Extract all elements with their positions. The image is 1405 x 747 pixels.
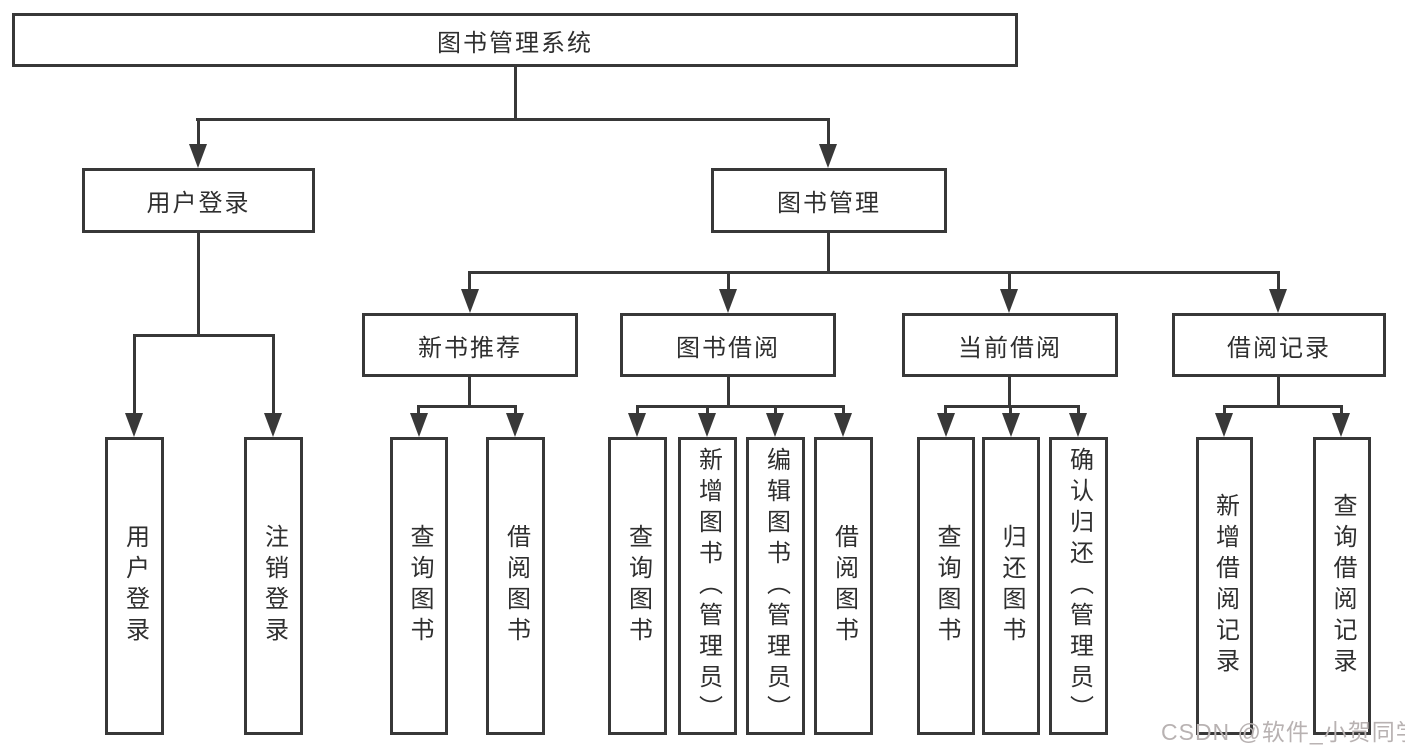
csdn-watermark: CSDN @软件_小贺同学 <box>1161 719 1405 745</box>
connector-line <box>827 232 830 273</box>
connector-line <box>1077 405 1080 417</box>
arrow-down-icon <box>819 144 837 168</box>
connector-line <box>417 405 517 408</box>
leaf-add-borrow-record: 新增借阅记录 <box>1196 437 1253 735</box>
connector-line <box>1223 405 1343 408</box>
connector-line <box>514 66 517 120</box>
connector-line <box>468 376 471 408</box>
connector-line <box>636 405 845 408</box>
arrow-down-icon <box>410 413 428 437</box>
arrow-down-icon <box>1000 289 1018 313</box>
connector-line <box>944 405 947 417</box>
arrow-down-icon <box>1215 413 1233 437</box>
node-current-borrow: 当前借阅 <box>902 313 1118 377</box>
connector-line <box>842 405 845 417</box>
leaf-confirm-return-admin: 确认归还（管理员） <box>1049 437 1108 735</box>
connector-line <box>1277 376 1280 408</box>
arrow-down-icon <box>698 413 716 437</box>
leaf-borrow-books-borrow: 借阅图书 <box>814 437 873 735</box>
arrow-down-icon <box>189 144 207 168</box>
connector-line <box>827 118 830 146</box>
node-user-login: 用户登录 <box>82 168 315 233</box>
connector-line <box>1340 405 1343 417</box>
connector-line <box>727 376 730 408</box>
arrow-down-icon <box>1332 413 1350 437</box>
leaf-query-books-recommend: 查询图书 <box>390 437 448 735</box>
arrow-down-icon <box>834 413 852 437</box>
arrow-down-icon <box>1069 413 1087 437</box>
connector-line <box>272 334 275 415</box>
node-root: 图书管理系统 <box>12 13 1018 67</box>
arrow-down-icon <box>719 289 737 313</box>
connector-line <box>636 405 639 417</box>
leaf-query-borrow-record: 查询借阅记录 <box>1313 437 1371 735</box>
connector-line <box>1008 271 1011 291</box>
arrow-down-icon <box>937 413 955 437</box>
leaf-query-books-borrow: 查询图书 <box>608 437 667 735</box>
connector-line <box>1223 405 1226 417</box>
leaf-return-book: 归还图书 <box>982 437 1040 735</box>
node-book-management: 图书管理 <box>711 168 947 233</box>
arrow-down-icon <box>461 289 479 313</box>
leaf-edit-book-admin: 编辑图书（管理员） <box>746 437 805 735</box>
node-borrow-records: 借阅记录 <box>1172 313 1386 377</box>
connector-line <box>706 405 709 417</box>
node-book-borrow: 图书借阅 <box>620 313 836 377</box>
node-new-book-recommend: 新书推荐 <box>362 313 578 377</box>
connector-line <box>514 405 517 417</box>
connector-line <box>196 118 830 121</box>
leaf-add-book-admin: 新增图书（管理员） <box>678 437 737 735</box>
connector-line <box>133 334 136 415</box>
connector-line <box>468 271 1280 274</box>
arrow-down-icon <box>125 413 143 437</box>
connector-line <box>468 271 471 291</box>
connector-line <box>417 405 420 417</box>
leaf-borrow-books-recommend: 借阅图书 <box>486 437 545 735</box>
connector-line <box>774 405 777 417</box>
leaf-query-books-current: 查询图书 <box>917 437 975 735</box>
connector-line <box>197 118 200 146</box>
leaf-user-login: 用户登录 <box>105 437 164 735</box>
connector-line <box>1009 405 1012 417</box>
arrow-down-icon <box>628 413 646 437</box>
connector-line <box>1277 271 1280 291</box>
connector-line <box>197 232 200 336</box>
arrow-down-icon <box>506 413 524 437</box>
arrow-down-icon <box>1002 413 1020 437</box>
arrow-down-icon <box>766 413 784 437</box>
connector-line <box>1008 376 1011 408</box>
leaf-logout: 注销登录 <box>244 437 303 735</box>
connector-line <box>727 271 730 291</box>
connector-line <box>944 405 1080 408</box>
arrow-down-icon <box>264 413 282 437</box>
arrow-down-icon <box>1269 289 1287 313</box>
connector-line <box>133 334 275 337</box>
